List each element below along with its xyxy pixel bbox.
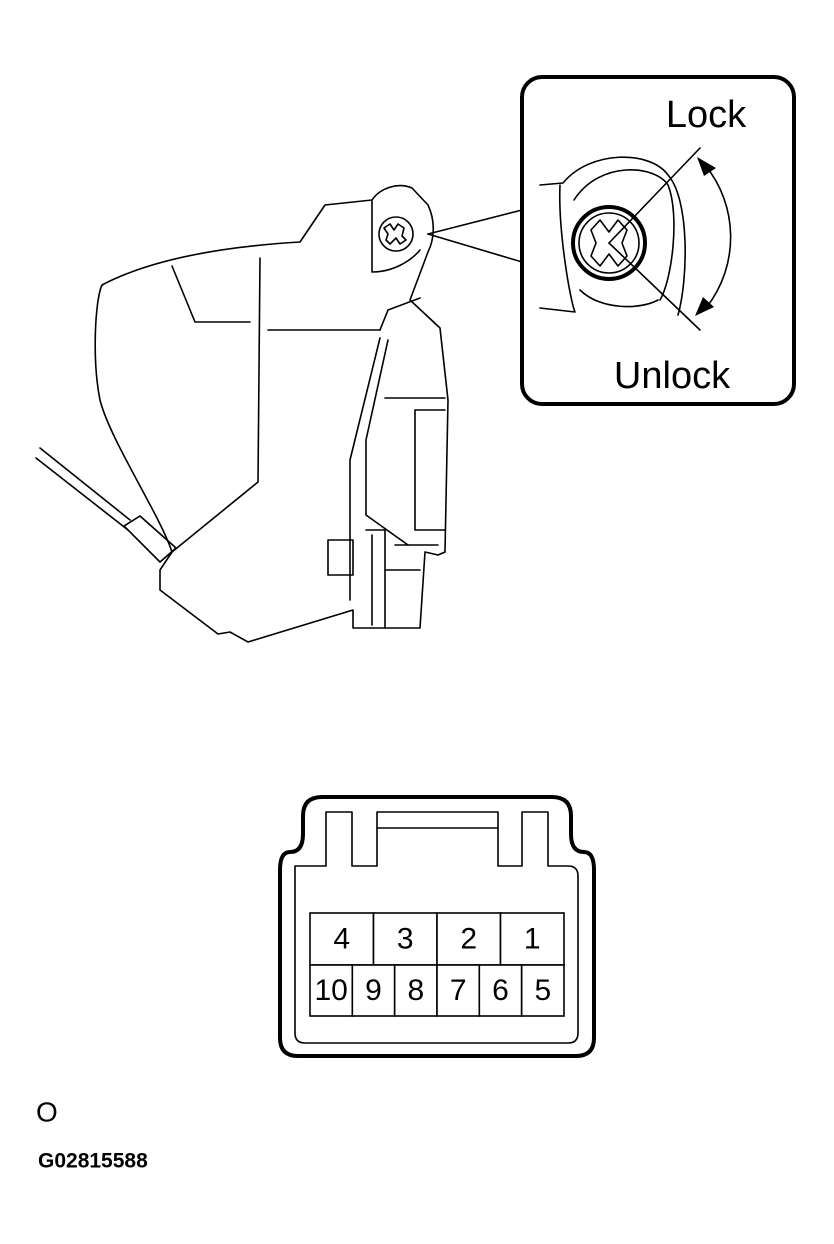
pin-number: 2 bbox=[460, 923, 477, 956]
actuator-body bbox=[35, 184, 449, 643]
pin-number: 6 bbox=[492, 974, 509, 1007]
pin-cell bbox=[393, 964, 438, 1017]
footer-marker: O bbox=[36, 1097, 58, 1128]
pin-cell bbox=[309, 964, 354, 1017]
lock-label: Lock bbox=[666, 94, 747, 136]
pin-cell bbox=[436, 912, 502, 966]
pin-number: 1 bbox=[524, 923, 541, 956]
pin-cell bbox=[478, 964, 523, 1017]
pin-cell bbox=[520, 964, 565, 1017]
figure-code: G02815588 bbox=[38, 1150, 148, 1173]
pin-number: 7 bbox=[450, 974, 467, 1007]
pin-number: 3 bbox=[397, 923, 414, 956]
pin-number: 10 bbox=[314, 974, 347, 1007]
unlock-label: Unlock bbox=[614, 355, 731, 397]
pin-number: 4 bbox=[333, 923, 350, 956]
pin-cell bbox=[499, 912, 565, 966]
pin-number: 8 bbox=[407, 974, 424, 1007]
connector-top-row: 4 3 2 1 bbox=[309, 912, 565, 966]
rotation-arrow-icon bbox=[695, 157, 732, 316]
pin-number: 9 bbox=[365, 974, 382, 1007]
pin-number: 5 bbox=[534, 974, 551, 1007]
pin-cell bbox=[309, 912, 375, 966]
key-cylinder-icon bbox=[571, 205, 647, 281]
callout-detail: Lock Unlock bbox=[427, 75, 796, 406]
